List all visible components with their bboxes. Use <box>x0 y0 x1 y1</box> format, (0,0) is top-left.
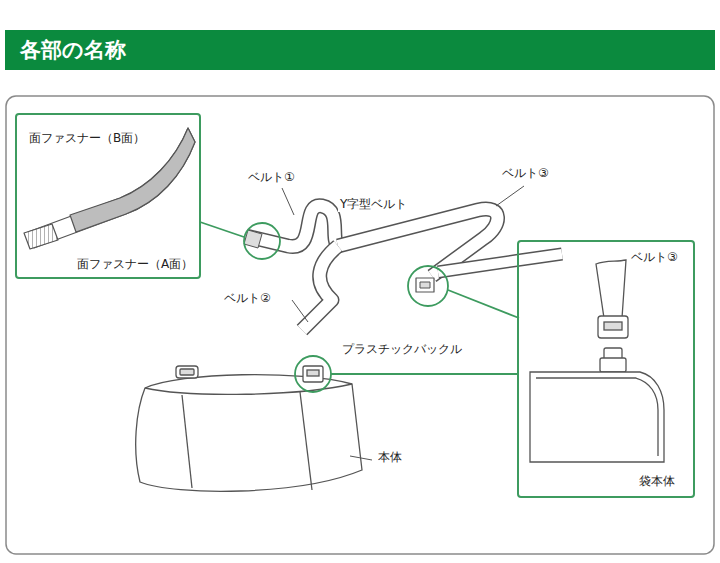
inset-box: ベルト③ 袋本体 <box>517 240 695 498</box>
callout-circles <box>200 222 519 392</box>
inset-box: 面ファスナー（B面） 面ファスナー（A面） <box>15 113 201 279</box>
part-name: 面ファスナー（A面） <box>75 257 195 272</box>
part-label: ベルト① <box>246 170 297 185</box>
part-name: ベルト③ <box>629 250 680 265</box>
part-label: ベルト② <box>222 291 273 306</box>
part-name: 袋本体 <box>637 474 677 489</box>
part-label: Y字型ベルト <box>338 197 409 212</box>
bag-buckle <box>530 260 664 462</box>
velcro-strap <box>24 128 195 249</box>
part-label: 本体 <box>376 450 404 465</box>
y-belt <box>244 206 562 330</box>
part-label: プラスチックバックル <box>340 342 464 357</box>
part-name: 面ファスナー（B面） <box>27 131 147 146</box>
frame <box>6 96 714 554</box>
page-title: 各部の名称 <box>20 36 126 64</box>
leader-lines <box>282 186 524 460</box>
part-label: ベルト③ <box>500 166 551 181</box>
header-bar <box>5 30 715 70</box>
